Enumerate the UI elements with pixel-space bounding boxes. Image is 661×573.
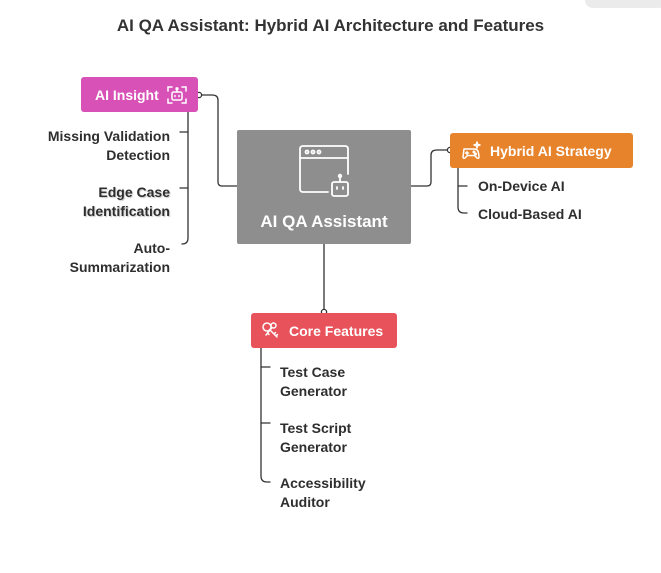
core-features-label: Core Features [289,322,384,339]
diagram-title: AI QA Assistant: Hybrid AI Architecture … [116,16,545,35]
hybrid-strategy-item: Cloud-Based AI [478,206,582,222]
keys-icon [261,321,281,341]
gamepad-sparkle-icon [460,140,482,161]
ai-qa-assistant-node: AI QA Assistant [237,130,411,244]
robot-scan-icon [167,85,187,105]
connector-center-to-hybrid [410,149,450,187]
bracket-hybrid [457,167,468,214]
ai-insight-item: Edge Case Identification [82,184,170,219]
hybrid-strategy-node: Hybrid AI Strategy [450,133,633,168]
core-features-node: Core Features [251,313,397,348]
app-window-robot-icon [298,144,352,205]
corner-tab [585,0,661,8]
center-label: AI QA Assistant [260,212,388,231]
core-feature-item: Test Case Generator [280,364,347,399]
bracket-insight [181,111,189,245]
core-feature-item: Accessibility Auditor [280,475,366,510]
core-feature-item: Test Script Generator [280,420,352,455]
hybrid-strategy-label: Hybrid AI Strategy [490,142,612,159]
ai-insight-item: Missing Validation Detection [47,128,170,163]
connector-center-to-insight [200,94,238,187]
ai-insight-label: AI Insight [95,86,159,103]
ai-insight-node: AI Insight [81,77,198,112]
bracket-core [260,347,271,483]
hybrid-strategy-item: On-Device AI [478,178,565,194]
ai-insight-item: Auto- Summarization [69,240,170,275]
